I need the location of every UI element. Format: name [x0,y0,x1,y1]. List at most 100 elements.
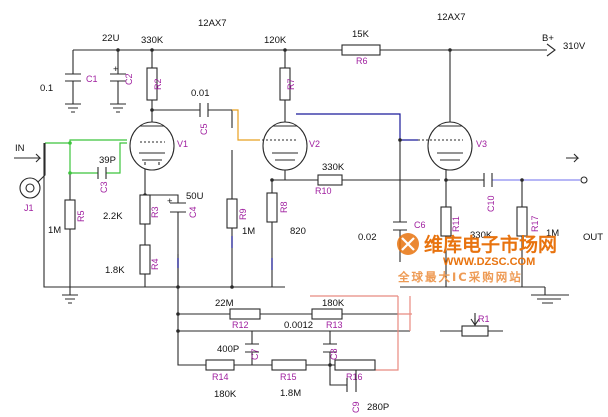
resistor-r12: R12 22M [215,298,261,330]
resistor-r6: R6 15K [341,29,381,66]
wiper-arrow-icon [470,313,480,326]
capacitor-c10: C10 [483,173,496,212]
ground-icon [62,287,78,304]
jack-ref: J1 [24,203,34,213]
svg-text:1M: 1M [48,225,61,236]
svg-text:C3: C3 [99,181,109,193]
ground-rail-left [43,143,285,288]
svg-text:1.8M: 1.8M [280,388,301,399]
svg-text:C6: C6 [414,220,426,230]
output-terminal-icon [580,176,588,184]
watermark: 维库电子市场网 WWW.DZSC.COM 全球最大IC采购网站 [397,233,557,284]
capacitor-c6: C6 0.02 [358,220,426,243]
junction [444,178,448,182]
svg-text:330K: 330K [470,230,493,241]
svg-text:180K: 180K [322,298,345,309]
junction [176,329,180,333]
junction [283,48,287,52]
resistor-r4: R4 1.8K [105,244,160,276]
resistor-r11: R11 330K [440,206,493,241]
svg-text:R13: R13 [326,320,343,330]
junction [116,48,120,52]
svg-text:R17: R17 [530,215,540,232]
svg-text:C2: C2 [124,73,134,85]
watermark-slogan: 全球最大IC采购网站 [397,270,523,284]
resistor-r5: R5 1M [48,199,86,236]
capacitor-c2: + C2 22U [102,33,134,85]
resistor-r2: R2 330K [141,35,164,101]
svg-text:330K: 330K [322,162,345,173]
svg-text:120K: 120K [264,35,287,46]
junction [328,363,332,367]
ground-icon [110,103,126,113]
input-jack-j1: IN J1 [14,143,46,213]
svg-text:R14: R14 [212,372,229,382]
svg-text:C9: C9 [351,401,361,413]
svg-text:C10: C10 [486,195,496,212]
svg-text:0.0012: 0.0012 [284,320,313,331]
junction [520,178,524,182]
svg-text:C1: C1 [86,74,98,84]
tube-v3: V3 [418,121,487,171]
svg-text:R4: R4 [150,258,160,270]
tube-ref: V2 [309,139,320,149]
resistor-r16: R16 [334,359,376,382]
svg-text:15K: 15K [352,29,370,40]
capacitor-c4: + C4 50U [167,191,204,218]
tube-v1: V1 [129,121,188,171]
svg-text:C7: C7 [250,348,260,360]
resistor-r15: R15 1.8M [271,359,307,399]
svg-text:R6: R6 [356,56,368,66]
watermark-url: WWW.DZSC.COM [443,256,535,268]
resistor-r8: R8 820 [266,192,306,237]
capacitor-c3: C3 39P [97,155,116,193]
junction [68,171,72,175]
output-terminal [566,153,588,184]
svg-text:R7: R7 [286,78,296,90]
tube-ref: V3 [476,139,487,149]
svg-text:330K: 330K [141,35,164,46]
tone-wire-pink [310,295,412,371]
watermark-brand: 维库电子市场网 [424,233,557,256]
svg-text:R5: R5 [76,210,86,222]
svg-text:1M: 1M [546,228,559,239]
svg-text:0.01: 0.01 [191,88,210,99]
svg-text:R10: R10 [315,186,332,196]
svg-text:R16: R16 [346,372,363,382]
tube-type-left: 12AX7 [198,18,227,29]
svg-text:1.8K: 1.8K [105,265,125,276]
svg-text:R1: R1 [478,314,490,324]
svg-text:C4: C4 [188,206,198,218]
supply-voltage: 310V [563,41,586,52]
potentiometer-r1: R1 [461,313,490,337]
svg-text:R12: R12 [232,320,249,330]
svg-text:+: + [113,64,119,75]
resistor-r17: R17 1M [516,206,559,239]
output-label: OUT [583,232,603,243]
svg-text:+: + [167,196,173,207]
capacitor-c8: C8 0.0012 [284,320,339,360]
resistor-r10: R10 330K [315,162,345,196]
r8-lead [271,166,318,287]
junction [150,48,154,52]
svg-text:2.2K: 2.2K [103,211,123,222]
resistor-r7: R7 120K [264,35,296,101]
svg-text:0.02: 0.02 [358,232,377,243]
junctions [68,48,524,367]
input-label: IN [15,143,25,154]
svg-text:C8: C8 [329,348,339,360]
svg-text:R11: R11 [451,216,461,232]
tube-ref: V1 [177,139,188,149]
supply-name: B+ [542,33,554,44]
input-arrow-icon [14,153,42,163]
svg-text:39P: 39P [99,155,116,166]
capacitor-c9: C9 280P [346,378,389,413]
junction [150,108,154,112]
ground-icon [531,287,569,304]
svg-text:280P: 280P [367,402,389,413]
junction [448,48,452,52]
svg-text:180K: 180K [214,389,237,400]
tone-wire-blue [177,113,418,270]
